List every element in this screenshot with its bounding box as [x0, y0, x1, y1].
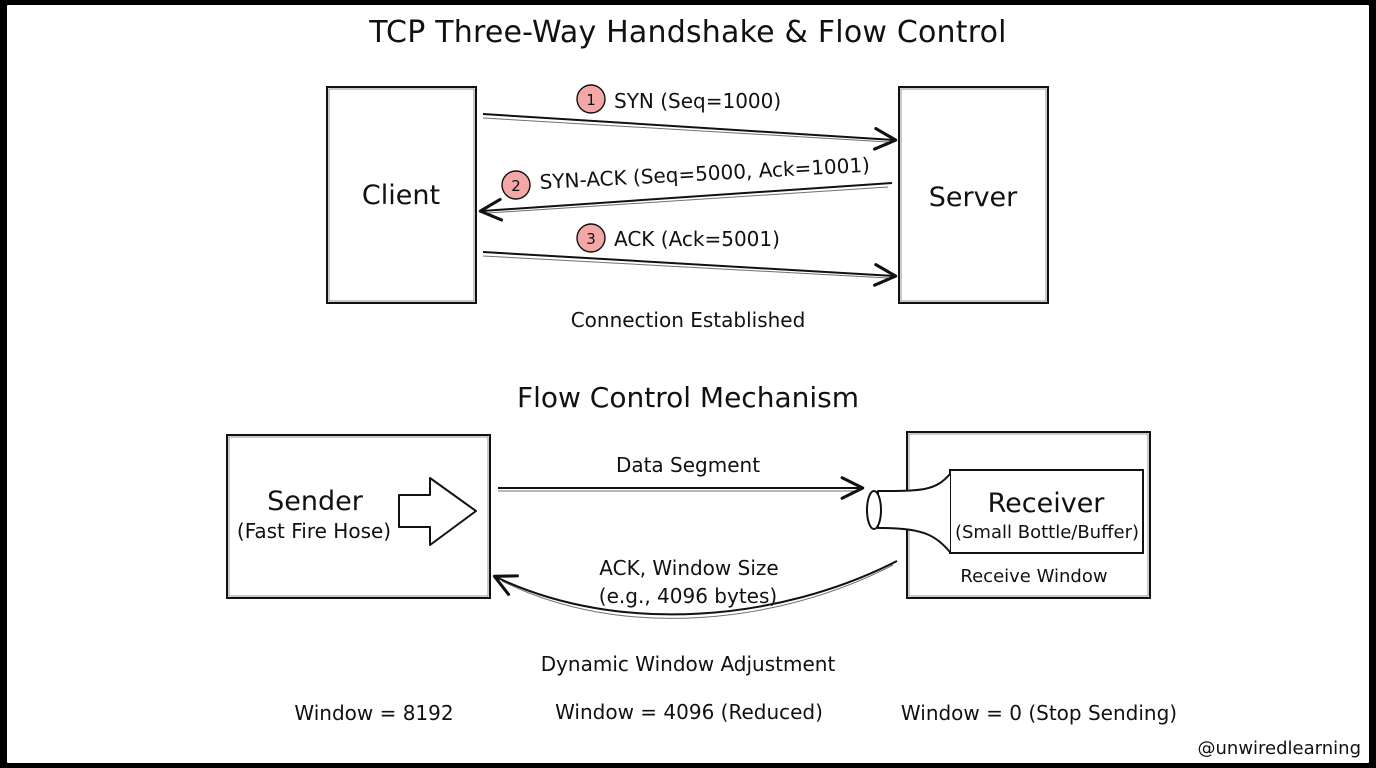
client-box: Client: [326, 86, 477, 304]
sender-box: Sender (Fast Fire Hose): [226, 434, 491, 599]
page-background: [5, 3, 1371, 765]
window-value-2: Window = 4096 (Reduced): [555, 700, 823, 724]
hose-arrow-icon: [398, 477, 477, 546]
step-2-badge: 2: [501, 170, 531, 200]
receiver-box: Receiver (Small Bottle/Buffer) Receive W…: [866, 431, 1151, 599]
sender-subtitle: (Fast Fire Hose): [237, 519, 391, 543]
step-1-badge: 1: [576, 84, 606, 114]
syn-arrow: [482, 113, 898, 151]
window-value-3: Window = 0 (Stop Sending): [901, 701, 1177, 725]
page-title: TCP Three-Way Handshake & Flow Control: [368, 15, 1006, 50]
bottle-mouth-icon: [866, 490, 882, 530]
server-box: Server: [898, 86, 1049, 304]
step-1-number: 1: [586, 91, 596, 109]
data-segment-arrow: [498, 476, 865, 500]
server-label: Server: [929, 182, 1018, 213]
ack-window-arrow: [492, 560, 898, 619]
receiver-subtitle: (Small Bottle/Buffer): [955, 522, 1139, 543]
receive-window-label: Receive Window: [960, 566, 1107, 587]
syn-ack-arrow: [478, 182, 893, 222]
step-2-number: 2: [511, 177, 521, 195]
sender-name: Sender: [267, 486, 364, 517]
step-3-badge: 3: [576, 223, 606, 253]
receiver-name: Receiver: [988, 488, 1106, 519]
data-segment-label: Data Segment: [616, 453, 760, 477]
ack-window-example: (e.g., 4096 bytes): [599, 584, 777, 608]
client-label: Client: [362, 180, 440, 211]
flow-control-title: Flow Control Mechanism: [517, 381, 859, 414]
dynamic-window-title: Dynamic Window Adjustment: [541, 652, 836, 676]
connection-status: Connection Established: [571, 308, 806, 332]
step-3-number: 3: [586, 230, 596, 248]
watermark: @unwiredlearning: [1198, 738, 1361, 759]
window-value-1: Window = 8192: [294, 701, 453, 725]
step-3-label: ACK (Ack=5001): [614, 227, 780, 251]
ack-window-label: ACK, Window Size: [599, 556, 778, 580]
ack-arrow: [482, 251, 898, 287]
step-1-label: SYN (Seq=1000): [614, 89, 781, 113]
